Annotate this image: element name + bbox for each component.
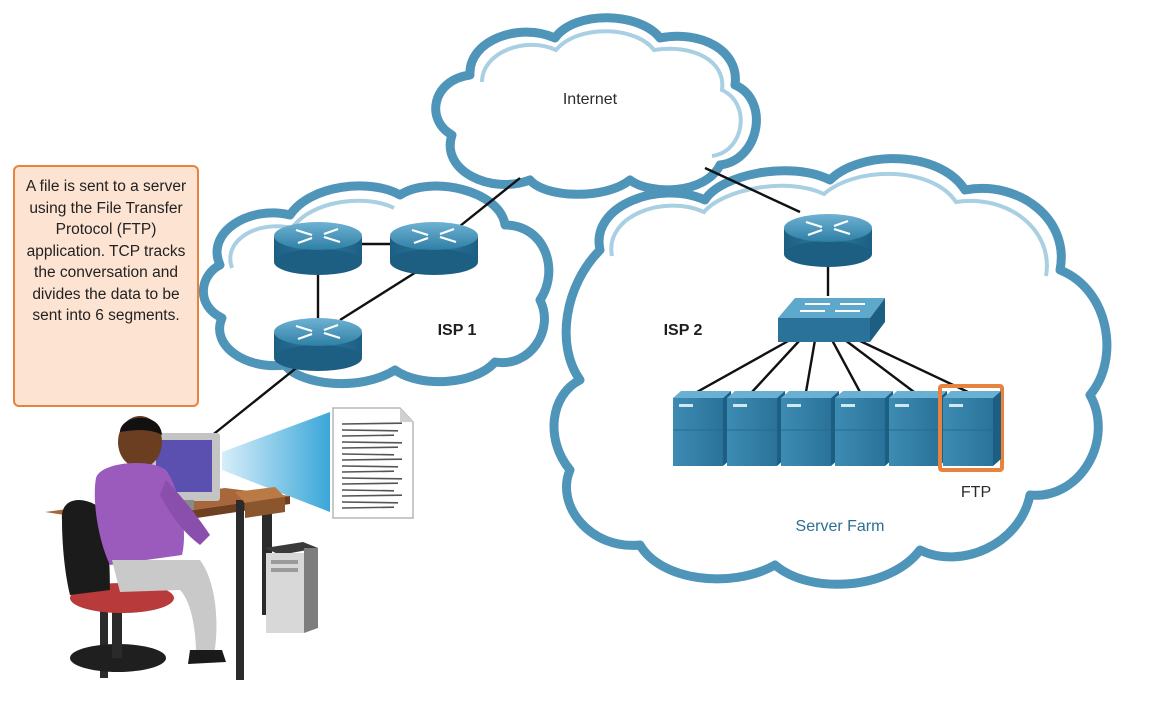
router-icon [784, 214, 872, 267]
isp1-label: ISP 1 [438, 322, 477, 339]
isp1-cloud [198, 181, 554, 389]
ftp-label: FTP [961, 484, 991, 501]
router-icon [390, 222, 478, 275]
router-icon [274, 318, 362, 371]
callout-text: A file is sent to a server using the Fil… [25, 178, 187, 324]
internet-cloud [431, 13, 761, 199]
info-callout: A file is sent to a server using the Fil… [13, 165, 199, 407]
document-icon [332, 407, 414, 519]
network-links [199, 166, 969, 446]
switch-icon [778, 298, 885, 342]
ftp-server-icon [938, 384, 1004, 472]
server-icon [673, 391, 731, 466]
router-icon [274, 222, 362, 275]
server-icon [781, 391, 839, 466]
server-icon [835, 391, 893, 466]
server-icon [727, 391, 785, 466]
isp2-label: ISP 2 [664, 322, 703, 339]
server-farm-label: Server Farm [796, 518, 885, 535]
isp2-cloud [549, 154, 1112, 589]
workstation-icon [45, 416, 318, 680]
data-beam [222, 412, 330, 512]
internet-label: Internet [563, 91, 618, 108]
